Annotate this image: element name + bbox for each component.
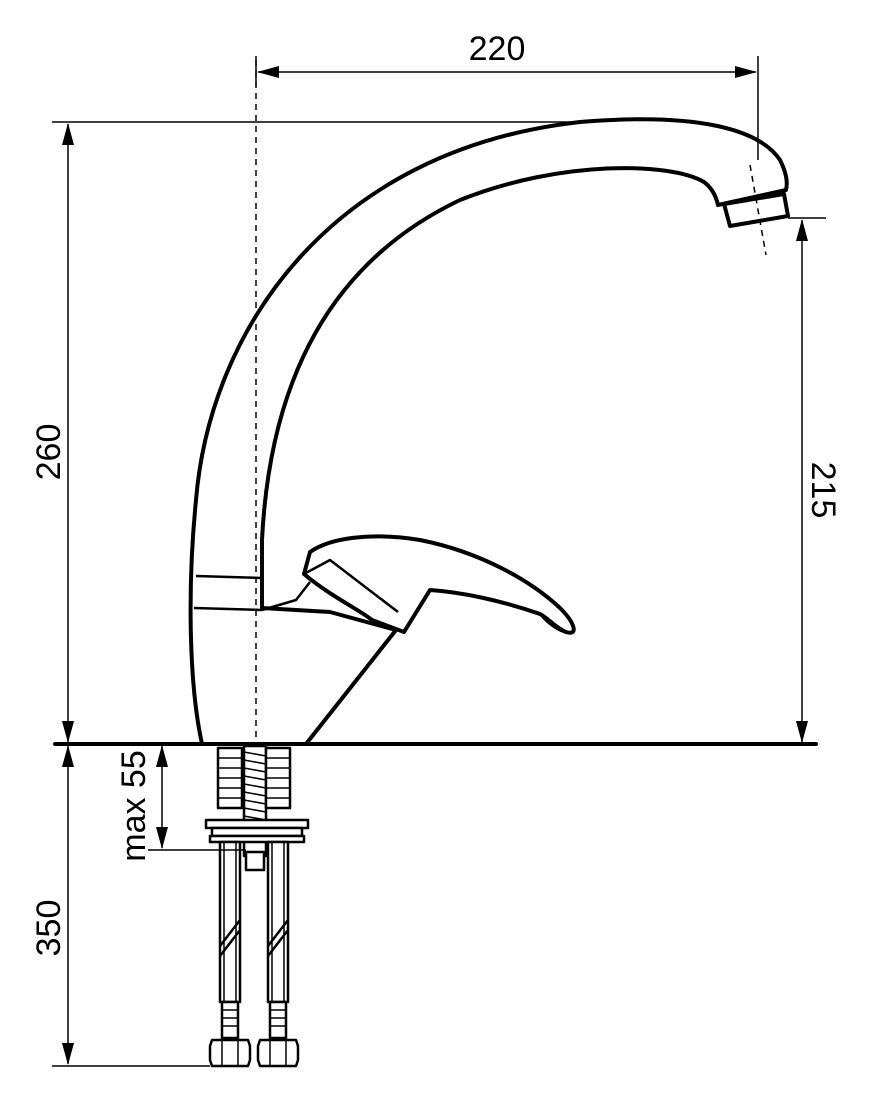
dimension-spout-reach: 220: [255, 30, 759, 160]
dimension-label-260: 260: [30, 424, 68, 481]
dimension-hose-length: 350: [30, 745, 210, 1067]
dimension-label-max-55: max 55: [115, 750, 153, 862]
dimension-spout-height: 215: [788, 217, 842, 743]
dimension-label-220: 220: [469, 30, 526, 68]
faucet-body: [188, 117, 790, 746]
dimension-max-thickness: max 55: [115, 745, 246, 862]
mounting-assembly: [204, 744, 310, 872]
dimension-label-350: 350: [30, 900, 68, 957]
dimension-label-215: 215: [804, 462, 842, 519]
dimension-total-height: 260: [30, 121, 590, 743]
spout-axis-line: [749, 164, 767, 256]
supply-hoses: [208, 746, 300, 1068]
lever-handle: [261, 534, 576, 635]
